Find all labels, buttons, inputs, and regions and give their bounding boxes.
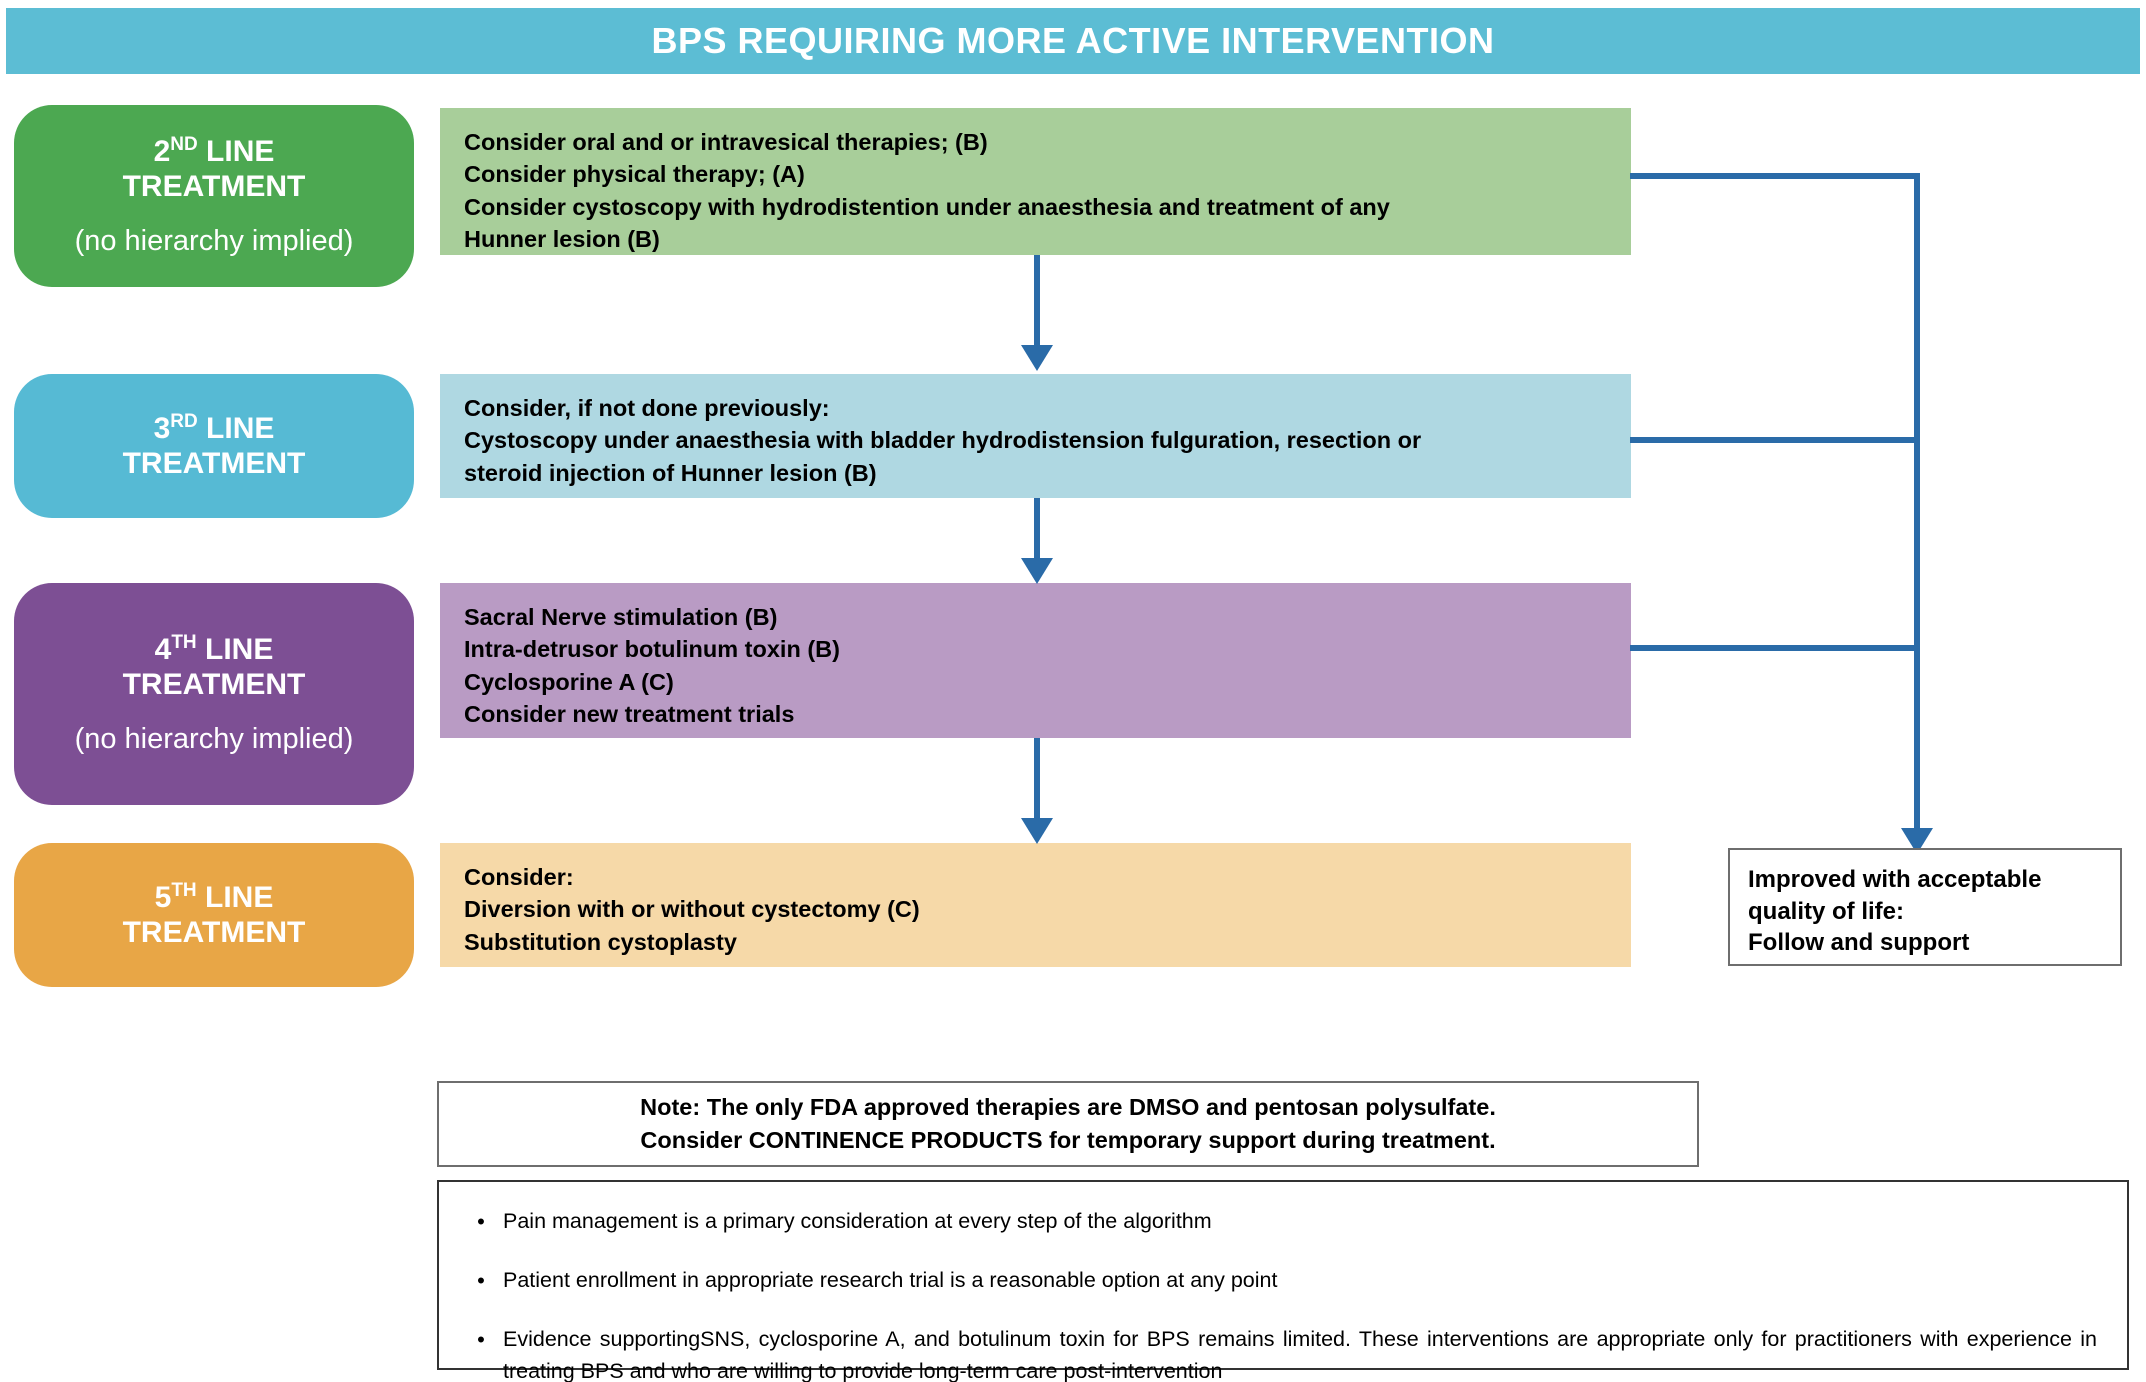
stage-title-word: LINE xyxy=(197,411,275,445)
content-line: steroid injection of Hunner lesion (B) xyxy=(464,459,877,486)
stage-title-word: LINE xyxy=(196,880,274,914)
bullet-marker-icon: • xyxy=(477,1268,485,1294)
stage-ordinal-number: 4 xyxy=(154,632,172,666)
stage-ordinal-suffix: TH xyxy=(171,879,197,901)
page-title: BPS REQUIRING MORE ACTIVE INTERVENTION xyxy=(651,20,1495,61)
stage-subtitle-fourth-line: (no hierarchy implied) xyxy=(74,723,354,756)
stage-pill-third-line: 3RD LINE TREATMENT xyxy=(14,374,414,518)
content-line: Diversion with or without cystectomy (C) xyxy=(464,896,920,923)
connector-fourth-to-outcome xyxy=(1630,645,1920,651)
stage-title-third-line: 3RD LINE TREATMENT xyxy=(123,411,306,482)
content-panel-third-line: Consider, if not done previously: Cystos… xyxy=(440,374,1631,498)
bullet-text: Evidence supportingSNS, cyclosporine A, … xyxy=(503,1327,2097,1382)
outcome-line: Improved with acceptable xyxy=(1748,866,2042,893)
connector-fourth-to-fifth xyxy=(1034,738,1040,818)
outcome-line: quality of life: xyxy=(1748,897,1904,925)
connector-second-to-outcome xyxy=(1630,173,1920,179)
bullets-box: • Pain management is a primary considera… xyxy=(437,1180,2129,1382)
outcome-line: Follow and support xyxy=(1748,929,1970,957)
content-line: Intra-detrusor botulinum toxin (B) xyxy=(464,636,840,663)
stage-title-second-line: 2ND LINE TREATMENT xyxy=(123,134,306,205)
list-item: • Pain management is a primary considera… xyxy=(459,1206,2097,1237)
stage-pill-fifth-line: 5TH LINE TREATMENT xyxy=(14,843,414,987)
note-box: Note: The only FDA approved therapies ar… xyxy=(437,1081,1699,1167)
content-panel-fifth-line: Consider: Diversion with or without cyst… xyxy=(440,843,1631,967)
stage-title-line2: TREATMENT xyxy=(122,447,306,480)
stage-title-line2: TREATMENT xyxy=(122,170,306,204)
connector-outcome-riser xyxy=(1914,173,1920,833)
stage-ordinal-suffix: RD xyxy=(170,410,198,432)
header-banner: BPS REQUIRING MORE ACTIVE INTERVENTION xyxy=(6,8,2140,74)
content-line: Sacral Nerve stimulation (B) xyxy=(464,604,778,630)
outcome-box: Improved with acceptable quality of life… xyxy=(1728,848,2122,966)
arrow-third-to-fourth-icon xyxy=(1021,558,1053,584)
stage-title-fifth-line: 5TH LINE TREATMENT xyxy=(123,880,306,951)
content-line: Consider, if not done previously: xyxy=(464,395,830,421)
bullet-marker-icon: • xyxy=(477,1327,485,1353)
connector-third-to-outcome xyxy=(1630,437,1920,443)
content-line: Consider new treatment trials xyxy=(464,701,795,728)
note-line: Note: The only FDA approved therapies ar… xyxy=(640,1093,1496,1120)
stage-subtitle-second-line: (no hierarchy implied) xyxy=(74,225,354,258)
stage-pill-second-line: 2ND LINE TREATMENT (no hierarchy implied… xyxy=(14,105,414,287)
note-line: Consider CONTINENCE PRODUCTS for tempora… xyxy=(640,1127,1496,1153)
bullet-marker-icon: • xyxy=(477,1209,485,1234)
content-line: Consider physical therapy; (A) xyxy=(464,161,805,188)
stage-title-line2: TREATMENT xyxy=(122,668,306,702)
stage-title-word: LINE xyxy=(197,134,275,168)
bullet-text: Pain management is a primary considerati… xyxy=(503,1209,1212,1233)
content-line: Hunner lesion (B) xyxy=(464,226,660,253)
stage-title-line2: TREATMENT xyxy=(122,916,306,949)
list-item: • Evidence supportingSNS, cyclosporine A… xyxy=(459,1324,2097,1382)
arrow-second-to-third-icon xyxy=(1021,345,1053,371)
content-line: Cyclosporine A (C) xyxy=(464,668,674,695)
connector-third-to-fourth xyxy=(1034,498,1040,558)
content-line: Cystoscopy under anaesthesia with bladde… xyxy=(464,427,1422,454)
connector-second-to-third xyxy=(1034,255,1040,345)
stage-title-word: LINE xyxy=(196,632,274,666)
stage-ordinal-suffix: TH xyxy=(171,631,197,653)
stage-ordinal-number: 5 xyxy=(154,880,172,914)
stage-pill-fourth-line: 4TH LINE TREATMENT (no hierarchy implied… xyxy=(14,583,414,805)
content-panel-fourth-line: Sacral Nerve stimulation (B) Intra-detru… xyxy=(440,583,1631,738)
arrow-fourth-to-fifth-icon xyxy=(1021,818,1053,844)
content-line: Consider cystoscopy with hydrodistention… xyxy=(464,193,1390,220)
content-line: Consider oral and or intravesical therap… xyxy=(464,129,988,155)
stage-ordinal-number: 3 xyxy=(153,411,171,445)
stage-ordinal-suffix: ND xyxy=(170,133,198,155)
content-line: Consider: xyxy=(464,864,574,890)
content-panel-second-line: Consider oral and or intravesical therap… xyxy=(440,108,1631,255)
bullet-text: Patient enrollment in appropriate resear… xyxy=(503,1268,1278,1293)
stage-ordinal-number: 2 xyxy=(153,134,171,168)
content-line: Substitution cystoplasty xyxy=(464,928,737,955)
list-item: • Patient enrollment in appropriate rese… xyxy=(459,1265,2097,1296)
stage-title-fourth-line: 4TH LINE TREATMENT xyxy=(123,632,306,703)
